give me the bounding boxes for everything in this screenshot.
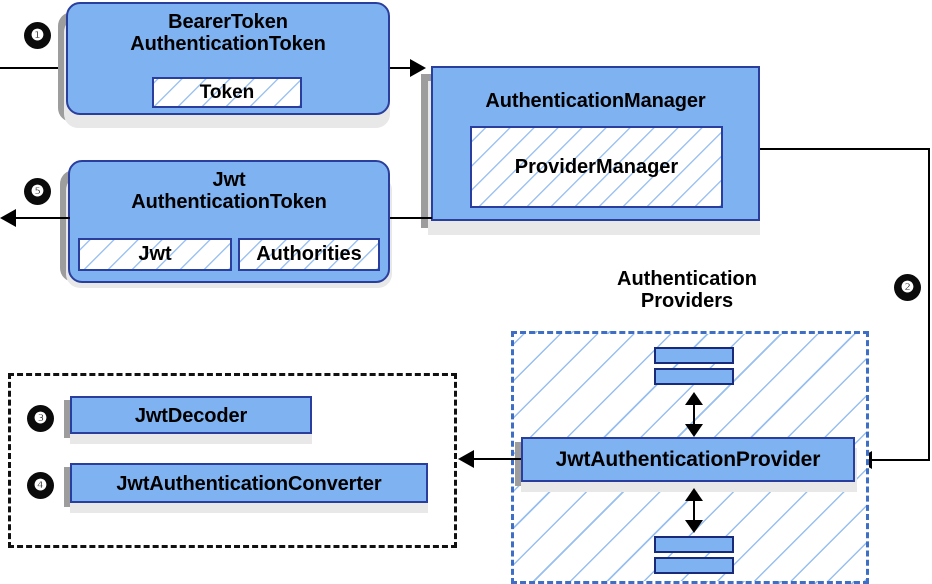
step-badge-2: ❷ bbox=[895, 275, 920, 300]
jwt-token-field-authorities: Authorities bbox=[238, 238, 380, 271]
bearer-token-title-line2: AuthenticationToken bbox=[130, 33, 326, 56]
provider-stub-bottom-bar-1 bbox=[654, 536, 734, 553]
step-badge-3-label: ❸ bbox=[33, 410, 48, 427]
provider-top-arrow-down bbox=[685, 424, 703, 437]
providers-label-line1: Authentication bbox=[617, 268, 757, 290]
incoming-request-line bbox=[0, 67, 70, 69]
jwt-authentication-converter-label: JwtAuthenticationConverter bbox=[116, 473, 382, 495]
step-badge-2-label: ❷ bbox=[900, 279, 915, 296]
providers-label-line2: Providers bbox=[640, 290, 734, 313]
jwt-token-title-line1: Jwt bbox=[212, 169, 246, 191]
bearer-token-title-line1: BearerToken bbox=[168, 11, 288, 33]
provider-manager-inner-box: ProviderManager bbox=[470, 126, 723, 208]
jwt-decoder-box[interactable]: JwtDecoder bbox=[70, 396, 312, 434]
bearer-to-manager-line bbox=[390, 67, 417, 69]
step-badge-1-label: ❶ bbox=[30, 27, 45, 44]
manager-right-exit-line bbox=[760, 148, 930, 150]
provider-bottom-arrow-down bbox=[685, 520, 703, 533]
jwt-decoder-label: JwtDecoder bbox=[134, 405, 248, 427]
jwt-authentication-provider-title: JwtAuthenticationProvider bbox=[523, 448, 853, 472]
jwt-authentication-provider-box[interactable]: JwtAuthenticationProvider bbox=[521, 437, 855, 482]
jwt-token-field-jwt-label: Jwt bbox=[138, 243, 172, 265]
authentication-manager-title-label: AuthenticationManager bbox=[485, 90, 706, 112]
provider-bottom-arrow-shaft bbox=[693, 494, 695, 526]
provider-entry-line bbox=[870, 459, 930, 461]
authentication-providers-group-label: Authentication Providers bbox=[565, 268, 809, 313]
bearer-token-field-token: Token bbox=[152, 77, 302, 108]
jwt-decoder-title: JwtDecoder bbox=[72, 405, 310, 427]
provider-stub-top-bar-2 bbox=[654, 368, 734, 385]
bearer-token-title: BearerToken AuthenticationToken bbox=[68, 11, 388, 56]
jwt-support-container bbox=[8, 373, 457, 548]
jwt-authentication-token-box[interactable]: Jwt AuthenticationToken Jwt Authorities bbox=[68, 160, 390, 283]
step-badge-4: ❹ bbox=[28, 473, 53, 498]
bearer-token-field-token-label: Token bbox=[199, 81, 255, 103]
manager-to-jwt-token-line bbox=[390, 217, 432, 219]
authentication-manager-title: AuthenticationManager bbox=[433, 90, 758, 112]
provider-stub-top-bar-1 bbox=[654, 347, 734, 364]
jwt-token-field-authorities-label: Authorities bbox=[256, 243, 362, 265]
provider-to-support-arrowhead bbox=[458, 450, 474, 468]
jwt-authentication-converter-box[interactable]: JwtAuthenticationConverter bbox=[70, 463, 428, 503]
jwt-token-output-line bbox=[12, 217, 70, 219]
manager-to-provider-vertical-line bbox=[928, 148, 930, 460]
provider-to-support-line bbox=[472, 458, 521, 460]
jwt-token-field-jwt: Jwt bbox=[78, 238, 232, 271]
step-badge-5-label: ❺ bbox=[30, 183, 45, 200]
authentication-manager-box[interactable]: AuthenticationManager ProviderManager bbox=[431, 66, 760, 221]
jwt-authentication-converter-title: JwtAuthenticationConverter bbox=[72, 473, 426, 495]
jwt-token-output-arrowhead bbox=[0, 209, 16, 227]
step-badge-3: ❸ bbox=[28, 406, 53, 431]
bearer-to-manager-arrowhead bbox=[410, 59, 426, 77]
provider-stub-bottom-bar-2 bbox=[654, 557, 734, 574]
provider-top-arrow-shaft bbox=[693, 398, 695, 430]
step-badge-5: ❺ bbox=[25, 179, 50, 204]
step-badge-1: ❶ bbox=[25, 23, 50, 48]
provider-manager-label: ProviderManager bbox=[514, 155, 679, 178]
step-badge-4-label: ❹ bbox=[33, 477, 48, 494]
bearer-token-authentication-token-box[interactable]: BearerToken AuthenticationToken Token bbox=[66, 2, 390, 115]
jwt-authentication-provider-label: JwtAuthenticationProvider bbox=[555, 448, 821, 471]
jwt-token-title: Jwt AuthenticationToken bbox=[70, 169, 388, 214]
jwt-token-title-line2: AuthenticationToken bbox=[131, 191, 327, 214]
